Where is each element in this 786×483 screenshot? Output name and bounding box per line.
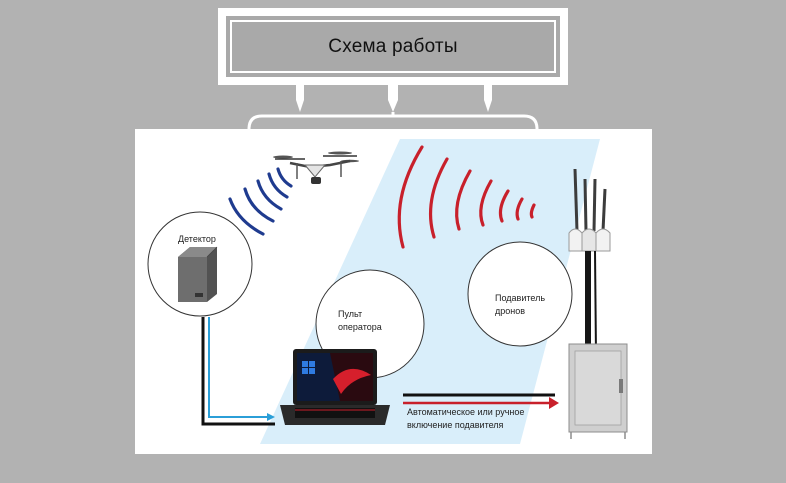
- jammer-label-line2: дронов: [495, 306, 526, 316]
- operator-label-line1: Пульт: [338, 309, 363, 319]
- title-frame: [230, 20, 556, 73]
- detector-label: Детектор: [178, 234, 216, 244]
- diagram-area: Детектор Пульт оператора Подавитель дрон…: [145, 139, 642, 444]
- drone-icon: [273, 151, 359, 184]
- jammer-circle: [467, 241, 573, 347]
- diagram-panel: Детектор Пульт оператора Подавитель дрон…: [135, 129, 652, 454]
- operator-label-line2: оператора: [338, 322, 382, 332]
- jammer-signal-arcs: [397, 145, 536, 249]
- laptop-icon: [280, 349, 390, 425]
- diagram-scene: [147, 139, 628, 444]
- control-arrow: [403, 393, 559, 409]
- title-box: Схема работы: [218, 8, 568, 85]
- title-box-inner: Схема работы: [226, 16, 560, 77]
- arrow-label-line2: включение подавителя: [407, 420, 504, 430]
- page-title: Схема работы: [328, 35, 458, 57]
- detector-cables: [201, 317, 275, 426]
- jammer-label-line1: Подавитель: [495, 293, 546, 303]
- arrow-label-line1: Автоматическое или ручное: [407, 407, 525, 417]
- detector-device-icon: [178, 246, 218, 302]
- title-connector: [247, 85, 539, 130]
- detector-signal-arcs: [228, 167, 293, 236]
- jammer-icon: [568, 168, 628, 439]
